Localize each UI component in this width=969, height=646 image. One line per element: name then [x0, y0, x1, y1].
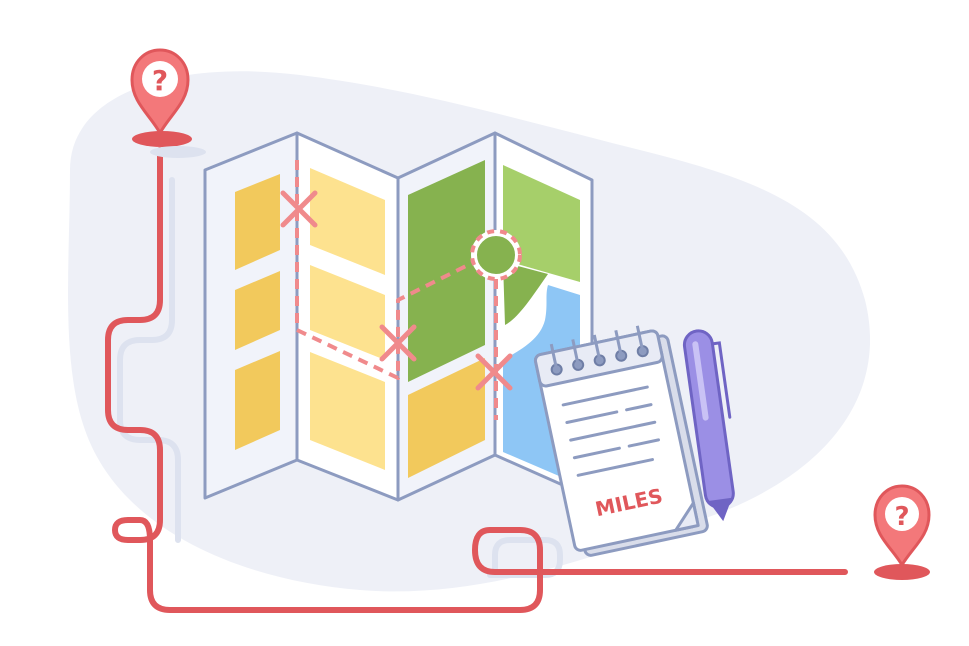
map-block [503, 165, 580, 282]
folded-map [203, 131, 594, 502]
location-pin-start-icon: ? [130, 48, 206, 158]
pin-end-symbol: ? [894, 502, 909, 532]
map-block [235, 351, 280, 450]
roundabout-route [470, 229, 522, 281]
location-pin-end-icon: ? [873, 484, 931, 580]
route-shadow [117, 177, 181, 543]
x-mark-icon [475, 353, 513, 391]
roundabout [471, 230, 521, 280]
notepad: MILES [533, 325, 709, 557]
map-block [408, 358, 485, 478]
map-block [408, 160, 485, 382]
map-block [235, 174, 280, 270]
route-line [105, 147, 848, 613]
x-mark-icon [280, 190, 318, 228]
map-block [310, 265, 385, 360]
map-block [235, 271, 280, 350]
dashed-route [295, 160, 475, 380]
map-block [503, 262, 548, 325]
notepad-lines [561, 385, 661, 477]
map-block [310, 168, 385, 275]
pin-start-symbol: ? [152, 64, 168, 97]
map-block [310, 352, 385, 470]
pen-icon [682, 329, 735, 522]
x-mark-icon [379, 324, 417, 362]
